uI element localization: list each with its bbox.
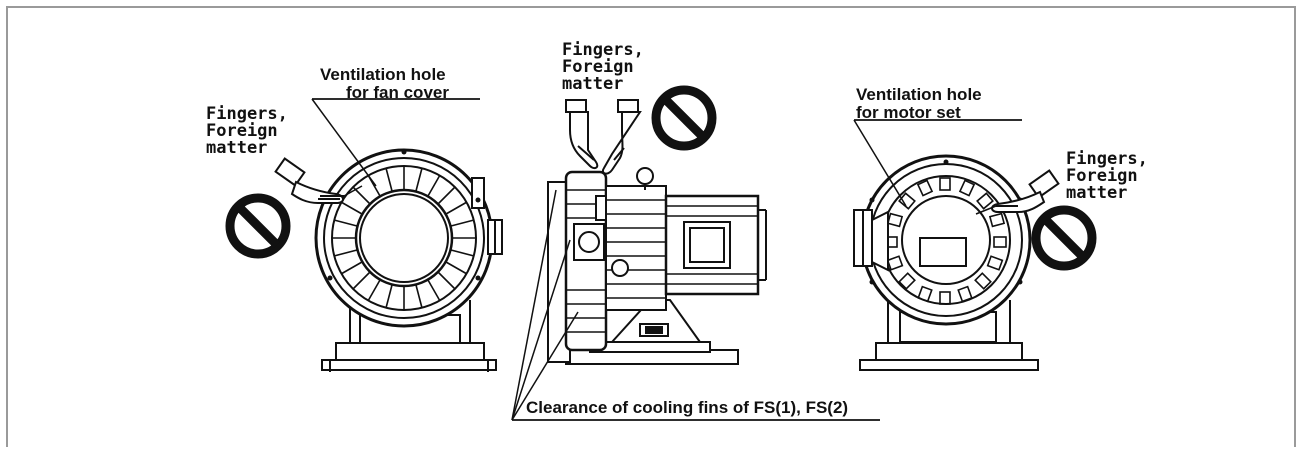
vent-fan-label-line2: for fan cover [346, 83, 449, 102]
right-pump-rear-view [853, 154, 1039, 371]
fingers-mid-line2: Foreign [562, 57, 634, 77]
pointing-hand-icon [565, 99, 599, 170]
vent-fan-label-line1: Ventilation hole [320, 65, 446, 84]
fan-cover-slots [332, 166, 476, 310]
prohibition-icon [656, 90, 712, 146]
clearance-leader-lines [511, 189, 880, 421]
figure-frame [6, 6, 1296, 447]
fingers-right-line2: Foreign [1066, 166, 1138, 186]
fingers-left-line3: matter [206, 138, 267, 158]
fingers-left-line1: Fingers, [206, 104, 288, 124]
pointing-hand-icon [991, 169, 1060, 213]
middle-pump-side-view [547, 167, 767, 365]
hand-pointer-line [343, 185, 363, 197]
fingers-mid-line3: matter [562, 74, 623, 94]
fingers-mid-line1: Fingers, [562, 40, 644, 60]
fingers-right-line3: matter [1066, 183, 1127, 203]
prohibition-icon [1036, 210, 1092, 266]
vent-motor-label-line2: for motor set [856, 103, 961, 122]
fingers-left-line2: Foreign [206, 121, 278, 141]
leader-line [853, 119, 907, 207]
motor-set-slots [884, 177, 1007, 305]
pointing-hand-icon [602, 99, 642, 175]
clearance-label: Clearance of cooling fins of FS(1), FS(2… [526, 398, 848, 417]
leader-line [311, 98, 377, 187]
hand-pointer-line [975, 205, 997, 215]
fingers-right-line1: Fingers, [1066, 149, 1148, 169]
left-pump-front-view [314, 148, 503, 372]
vent-motor-label-line1: Ventilation hole [856, 85, 982, 104]
pointing-hand-icon [274, 157, 344, 204]
prohibition-icon [230, 198, 286, 254]
